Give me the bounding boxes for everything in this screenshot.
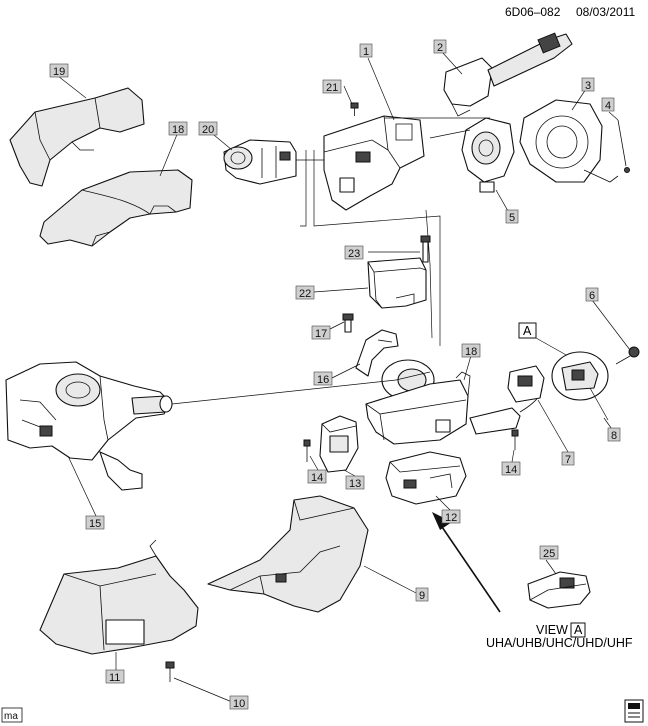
svg-text:18: 18: [172, 124, 184, 136]
svg-text:13: 13: [349, 478, 361, 490]
callout-24: 23: [344, 245, 364, 260]
part-lower-shroud: [39, 169, 193, 247]
svg-text:5: 5: [509, 212, 515, 224]
svg-text:ma: ma: [4, 711, 18, 722]
svg-text:23: 23: [348, 248, 360, 260]
callout-25: 25: [539, 545, 559, 560]
svg-text:18: 18: [465, 346, 477, 358]
callout-7: 7: [561, 451, 575, 466]
part-1-housing: [323, 115, 425, 211]
part-11-knee-bolster: [39, 539, 199, 655]
footer-tag: ma: [1, 707, 23, 723]
callout-9: 9: [415, 587, 429, 602]
view-title-letter: A: [574, 623, 583, 637]
view-a-caption: VIEW A UHA/UHB/UHC/UHD/UHF: [486, 622, 633, 650]
part-21-switch: [223, 139, 297, 185]
svg-text:1: 1: [363, 46, 369, 58]
callout-15: 15: [85, 515, 105, 530]
view-title-prefix: VIEW: [536, 623, 568, 637]
callout-11: 11: [105, 669, 125, 684]
part-2-stalk: [443, 32, 573, 117]
assembly-frame: [300, 150, 441, 332]
svg-text:2: 2: [437, 42, 443, 54]
part-15-column-assembly: [5, 361, 173, 491]
svg-text:14: 14: [311, 472, 323, 484]
svg-text:25: 25: [543, 548, 555, 560]
part-8-connector: [551, 351, 609, 421]
callout-19: 18: [168, 121, 188, 136]
callout-18: 18: [461, 343, 481, 358]
view-a-marker: A: [518, 322, 569, 357]
svg-text:15: 15: [89, 518, 101, 530]
callout-2: 2: [433, 39, 447, 54]
document-icon: [624, 699, 644, 723]
svg-text:12: 12: [445, 512, 457, 524]
svg-text:6: 6: [589, 290, 595, 302]
svg-text:21: 21: [326, 82, 338, 94]
svg-text:9: 9: [419, 590, 425, 602]
callout-22: 21: [322, 79, 342, 94]
part-24-bolt: [420, 235, 431, 263]
svg-text:16: 16: [317, 374, 329, 386]
view-a-box-letter: A: [523, 324, 532, 338]
callout-6: 6: [585, 287, 599, 302]
callout-1: 1: [359, 43, 373, 58]
part-14-screw-left: [303, 439, 311, 462]
callout-5: 5: [505, 209, 519, 224]
callout-13: 13: [345, 475, 365, 490]
callout-8: 8: [607, 427, 621, 442]
part-12-module: [385, 451, 467, 505]
svg-text:20: 20: [202, 124, 214, 136]
svg-text:22: 22: [299, 288, 311, 300]
callout-21: 20: [198, 121, 218, 136]
part-6-screw: [615, 346, 640, 365]
part-4-pin: [617, 119, 630, 173]
part-17-screw: [342, 313, 354, 333]
callout-16: 16: [313, 371, 333, 386]
part-3-coil: [519, 99, 619, 183]
part-5-module: [461, 117, 515, 193]
svg-text:7: 7: [565, 454, 571, 466]
leader-lines: [57, 51, 631, 703]
part-14-screw-right: [511, 429, 519, 450]
part-10-screw: [165, 661, 175, 682]
part-9-panel: [207, 495, 369, 613]
callout-3: 3: [581, 77, 595, 92]
callout-14-left: 14: [307, 469, 327, 484]
svg-text:19: 19: [53, 66, 65, 78]
callout-14-right: 14: [501, 461, 521, 476]
part-23-bracket: [367, 257, 427, 309]
svg-text:8: 8: [611, 430, 617, 442]
part-18-ignition-housing: [365, 359, 471, 445]
view-arrow: [432, 512, 501, 613]
diagram-date: 08/03/2011: [576, 5, 635, 19]
svg-text:10: 10: [233, 698, 245, 710]
callout-23: 22: [295, 285, 315, 300]
part-25-component: [527, 571, 591, 609]
svg-text:3: 3: [585, 80, 591, 92]
callout-20: 19: [49, 63, 69, 78]
callout-10: 10: [229, 695, 249, 710]
part-13-lock: [319, 415, 359, 473]
diagram-code: 6D06–082: [505, 5, 561, 19]
svg-text:14: 14: [505, 464, 517, 476]
callout-17: 17: [311, 325, 331, 340]
part-16-clamp: [355, 329, 399, 377]
callout-12: 12: [441, 509, 461, 524]
callout-4: 4: [601, 97, 615, 112]
svg-text:17: 17: [315, 328, 327, 340]
part-22-screw: [350, 102, 359, 116]
part-7-connector: [469, 365, 545, 435]
svg-text:11: 11: [109, 672, 120, 684]
svg-text:4: 4: [605, 100, 611, 112]
part-upper-trim-cover: [9, 87, 145, 187]
view-options: UHA/UHB/UHC/UHD/UHF: [486, 636, 633, 650]
